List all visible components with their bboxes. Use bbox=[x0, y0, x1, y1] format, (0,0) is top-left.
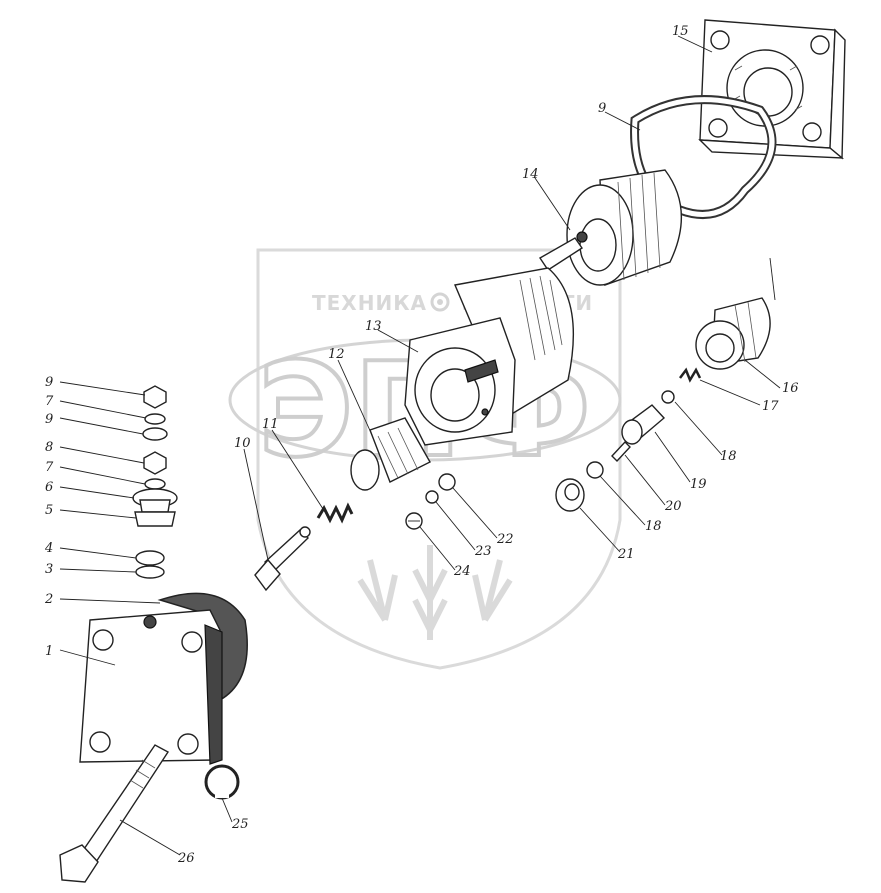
watermark-wheat-icon bbox=[357, 545, 513, 640]
part-14-rotor bbox=[539, 169, 683, 286]
callout-21: 21 bbox=[617, 547, 635, 562]
callout-11: 11 bbox=[262, 417, 279, 432]
callout-15: 15 bbox=[672, 24, 689, 39]
part-25-snap-ring bbox=[204, 764, 240, 800]
callout-13: 13 bbox=[365, 319, 382, 334]
part-1-cover bbox=[79, 609, 223, 765]
leader-lines bbox=[59, 35, 781, 856]
part-10-valve bbox=[254, 526, 311, 592]
part-6-fitting bbox=[132, 488, 178, 513]
part-11-spring bbox=[316, 502, 354, 524]
callout-4: 4 bbox=[44, 541, 53, 556]
part-21-nut bbox=[555, 478, 585, 512]
callout-8-bottom: 8 bbox=[45, 440, 53, 455]
part-4-washer bbox=[135, 550, 165, 566]
watermark-top-text: ТЕХНИКА bbox=[312, 291, 427, 315]
callout-9-top: 9 bbox=[598, 101, 606, 116]
watermark-gear-icon bbox=[430, 292, 450, 312]
callout-20: 20 bbox=[664, 499, 682, 514]
part-5-bolt-head bbox=[134, 511, 176, 527]
callout-10: 10 bbox=[234, 436, 251, 451]
callout-7-top: 7 bbox=[45, 394, 54, 409]
watermark-shield-outline bbox=[256, 248, 622, 670]
callout-labels: 9 7 9 8 7 6 5 4 3 2 1 10 11 12 13 14 15 … bbox=[44, 24, 799, 866]
callout-23: 23 bbox=[474, 544, 492, 559]
part-8-nut-2 bbox=[143, 451, 167, 475]
callout-3: 3 bbox=[45, 562, 53, 577]
part-22-ring bbox=[438, 473, 456, 491]
callout-17: 17 bbox=[762, 399, 779, 414]
callout-14: 14 bbox=[522, 167, 539, 182]
callout-24: 24 bbox=[453, 564, 471, 579]
part-13-housing bbox=[404, 267, 575, 446]
part-19-plug bbox=[621, 404, 666, 445]
callout-1: 1 bbox=[45, 644, 53, 659]
callout-18-left: 18 bbox=[645, 519, 662, 534]
callout-5: 5 bbox=[45, 503, 53, 518]
callout-19: 19 bbox=[690, 477, 707, 492]
part-2-gasket bbox=[157, 592, 248, 701]
callout-2: 2 bbox=[44, 592, 53, 607]
part-20-pin bbox=[611, 440, 631, 463]
callout-25: 25 bbox=[231, 817, 249, 832]
part-9-washer bbox=[142, 427, 168, 441]
part-18-ball bbox=[586, 390, 675, 479]
callout-16: 16 bbox=[782, 381, 799, 396]
part-3-washer bbox=[135, 565, 165, 579]
part-23-ring bbox=[425, 490, 439, 504]
callout-7-bottom: 7 bbox=[45, 460, 54, 475]
part-7-washer-bottom bbox=[144, 478, 166, 490]
callout-6: 6 bbox=[45, 480, 53, 495]
part-8-nut bbox=[143, 385, 167, 409]
part-24-ball bbox=[405, 512, 423, 530]
callout-22: 22 bbox=[496, 532, 514, 547]
callout-26: 26 bbox=[177, 851, 195, 866]
part-16-bushing bbox=[695, 297, 771, 370]
part-17-spring bbox=[679, 367, 702, 383]
callout-8-top: 9 bbox=[45, 375, 53, 390]
callout-12: 12 bbox=[328, 347, 345, 362]
part-7-washer-top bbox=[144, 413, 166, 425]
callout-9-left: 9 bbox=[45, 412, 53, 427]
callout-18-right: 18 bbox=[720, 449, 737, 464]
part-26-bolt bbox=[59, 744, 170, 883]
part-12-shaft bbox=[350, 417, 431, 491]
